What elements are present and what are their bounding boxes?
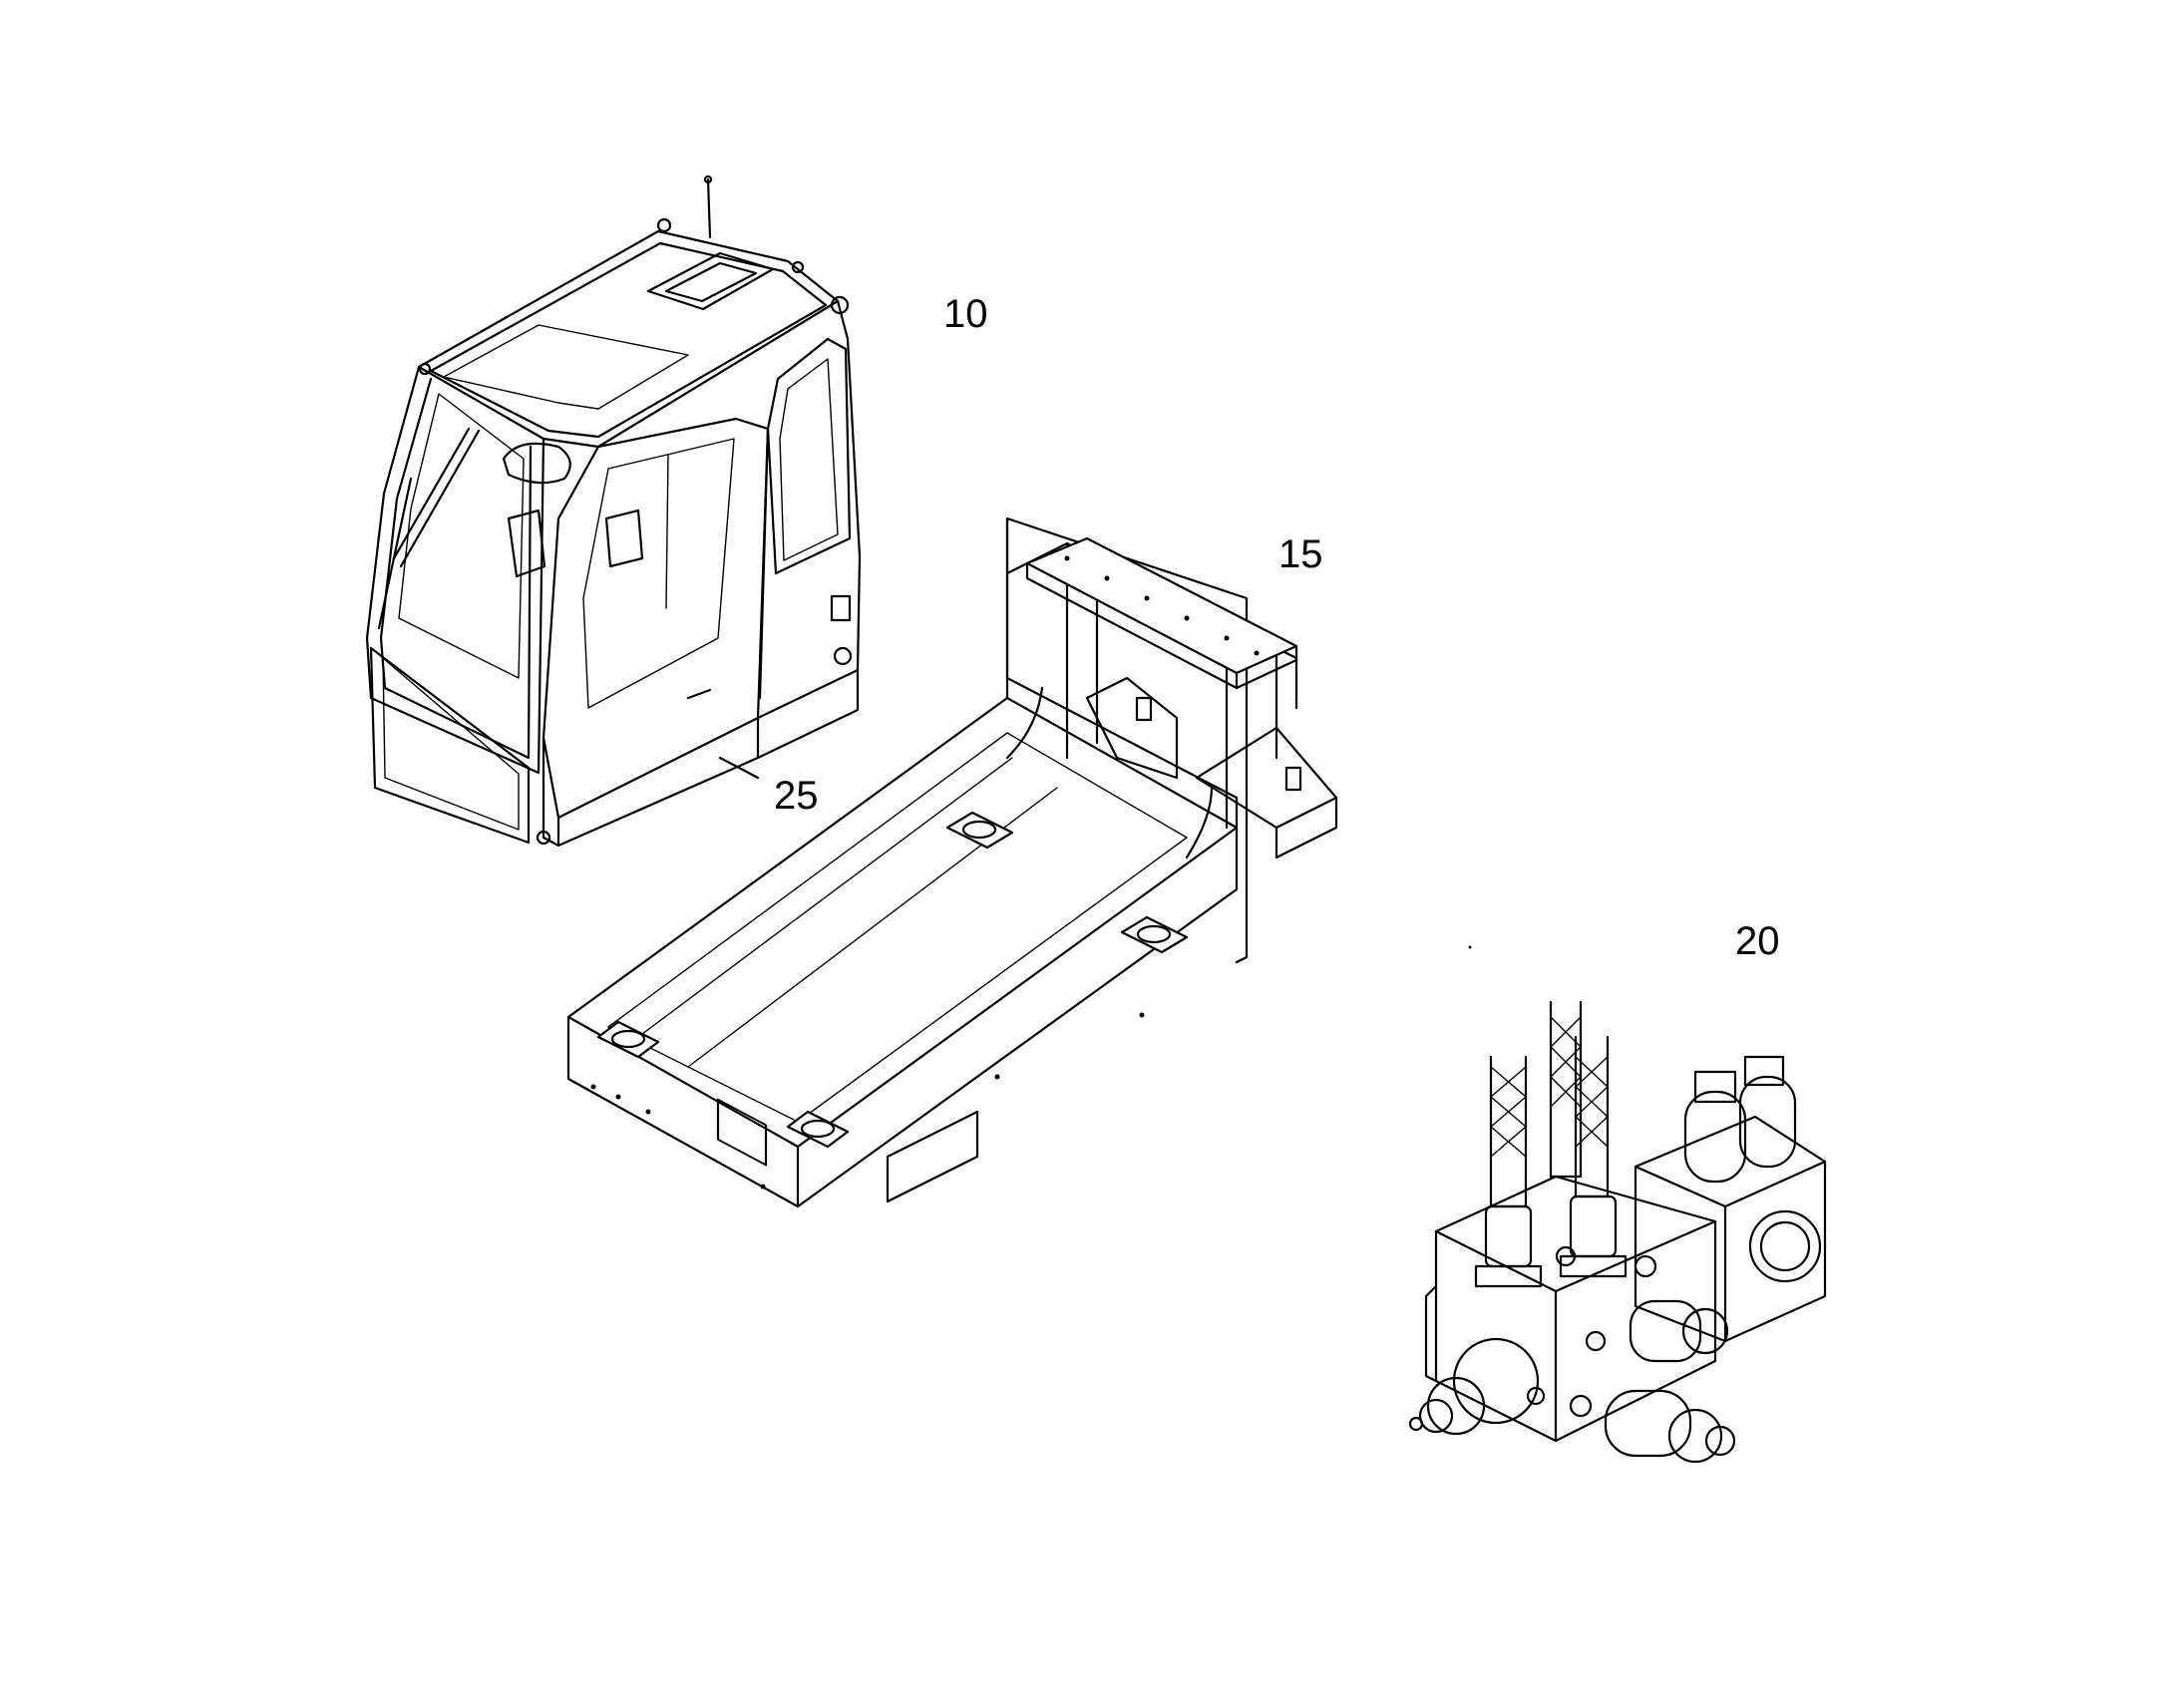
valve-block[interactable] bbox=[1408, 1000, 1827, 1464]
leader-line-25 bbox=[718, 756, 760, 780]
callout-25: 25 bbox=[774, 774, 819, 818]
callout-15: 15 bbox=[1278, 532, 1323, 576]
callout-20: 20 bbox=[1735, 919, 1780, 963]
cab-frame[interactable] bbox=[566, 516, 1338, 1208]
callout-10: 10 bbox=[943, 292, 988, 336]
operator-cab[interactable] bbox=[365, 174, 862, 848]
stray-dot bbox=[1468, 945, 1472, 949]
